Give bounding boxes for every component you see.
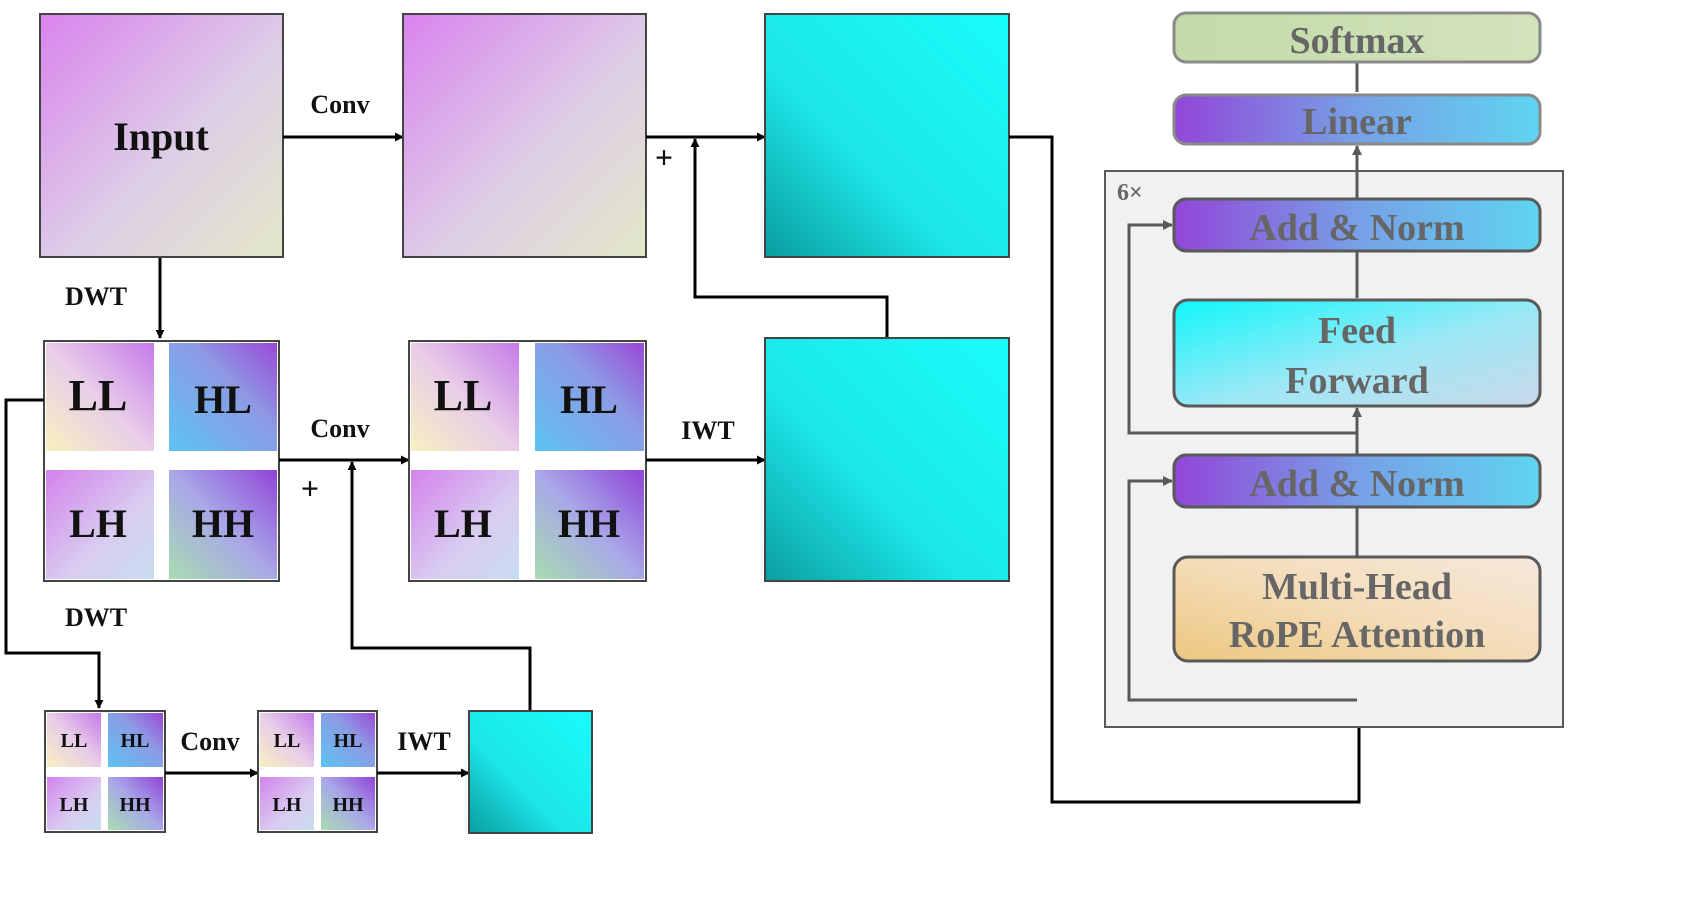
- subband-ll-label: LL: [69, 371, 128, 420]
- subband-hh-label: HH: [332, 794, 364, 816]
- subband-hh-label: HH: [558, 501, 620, 546]
- conv-label-mid: Conv: [310, 414, 369, 443]
- subband-hl-label: HL: [194, 377, 252, 422]
- subband-hl-tile: [169, 343, 277, 451]
- subband-hl-tile: [321, 713, 375, 767]
- softmax-label: Softmax: [1289, 20, 1424, 62]
- plus-sign-top: +: [655, 139, 673, 175]
- skip-connection-mid-to-top: [690, 138, 889, 337]
- subband-grid-level1: LL HL LH HH: [43, 340, 280, 582]
- subband-lh-label: LH: [69, 501, 127, 546]
- add-norm-label-top: Add & Norm: [1249, 207, 1464, 249]
- subband-ll-tile: [47, 713, 101, 767]
- transformer-input-line: [1009, 135, 1364, 804]
- conv-label-bottom: Conv: [180, 727, 239, 756]
- subband-lh-label: LH: [434, 501, 492, 546]
- add-norm-label-bottom: Add & Norm: [1249, 463, 1464, 505]
- conv-output-block: [402, 13, 647, 258]
- dwt-label-1: DWT: [65, 282, 127, 311]
- conv-label-top: Conv: [310, 90, 369, 119]
- multi-head-attention-block: [1172, 555, 1542, 663]
- subband-ll-label: LL: [434, 371, 493, 420]
- subband-hl-tile: [535, 343, 644, 451]
- feed-forward-block: [1172, 298, 1542, 408]
- subband-hl-label: HL: [334, 730, 363, 752]
- subband-lh-tile: [46, 470, 154, 579]
- subband-ll-label: LL: [274, 730, 301, 752]
- subband-grid-level2-conv: LL HL LH HH: [257, 710, 378, 833]
- softmax-block: [1172, 11, 1542, 64]
- subband-ll-tile: [411, 343, 519, 451]
- subband-grid-level2: LL HL LH HH: [44, 710, 166, 833]
- fused-feature-block-top: [764, 13, 1010, 258]
- skip-connection-bottom-to-mid: [347, 461, 532, 711]
- subband-lh-tile: [411, 470, 519, 579]
- input-feature-block: [39, 13, 284, 258]
- feed-forward-label-line1: Feed: [1318, 310, 1396, 352]
- dwt-branch-line: [4, 398, 104, 709]
- subband-hh-tile: [108, 777, 163, 830]
- iwt-label-mid: IWT: [681, 416, 734, 445]
- iwt-label-bottom: IWT: [397, 727, 450, 756]
- subband-hh-tile: [535, 470, 644, 579]
- subband-hl-label: HL: [560, 377, 618, 422]
- subband-hl-label: HL: [121, 730, 150, 752]
- subband-lh-tile: [47, 777, 101, 830]
- subband-hh-label: HH: [192, 501, 254, 546]
- dwt-label-2: DWT: [65, 603, 127, 632]
- subband-hh-tile: [169, 470, 277, 579]
- linear-block: [1172, 93, 1542, 146]
- add-norm-block-top: [1172, 197, 1542, 253]
- add-norm-block-bottom: [1172, 453, 1542, 509]
- subband-hl-tile: [108, 713, 163, 767]
- plus-sign-mid: +: [301, 470, 319, 506]
- subband-lh-label: LH: [273, 794, 302, 816]
- repeat-count-label: 6×: [1117, 180, 1143, 206]
- input-label: Input: [113, 114, 209, 159]
- subband-grid-level1-conv: LL HL LH HH: [408, 340, 647, 582]
- subband-hh-tile: [321, 777, 375, 830]
- subband-lh-tile: [260, 777, 314, 830]
- subband-lh-label: LH: [60, 794, 89, 816]
- feed-forward-label-line2: Forward: [1285, 360, 1429, 402]
- subband-hh-label: HH: [119, 794, 151, 816]
- residual-path-attention: [1127, 476, 1357, 702]
- subband-ll-tile: [46, 343, 154, 451]
- linear-label: Linear: [1302, 101, 1412, 143]
- subband-ll-label: LL: [61, 730, 88, 752]
- attention-label-line1: Multi-Head: [1262, 566, 1452, 608]
- attention-label-line2: RoPE Attention: [1229, 614, 1486, 656]
- subband-ll-tile: [260, 713, 314, 767]
- fused-feature-block-bottom: [468, 710, 593, 834]
- fused-feature-block-mid: [764, 337, 1010, 582]
- residual-path-ff: [1127, 220, 1357, 435]
